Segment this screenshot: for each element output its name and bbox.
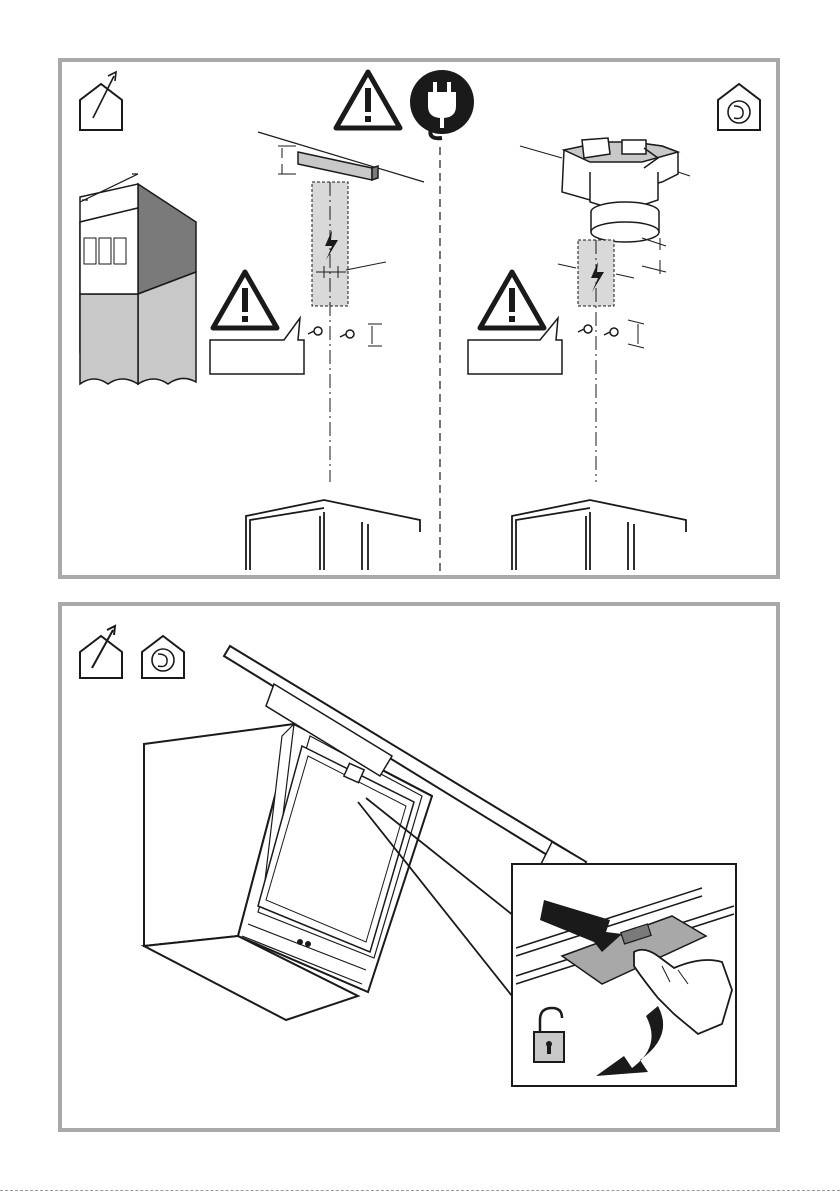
screw-spacing-arrows	[368, 324, 382, 346]
warning-triangle-icon	[480, 272, 544, 328]
bottom-instruction-panel	[58, 602, 780, 1132]
chimney-cover	[80, 174, 196, 384]
filter-latch-detail	[512, 864, 736, 1086]
top-panel-drawing	[62, 62, 776, 575]
top-instruction-panel	[58, 58, 780, 579]
bottom-panel-drawing	[62, 606, 776, 1128]
height-dimension-arrows	[278, 146, 296, 174]
extraction-mode-house-icon	[80, 626, 122, 678]
cabinet	[246, 500, 420, 570]
recirculation-mode-house-icon	[718, 84, 760, 130]
page-bottom-rule	[0, 1190, 840, 1191]
adapter-height-dimension	[642, 238, 666, 274]
screw-spacing-arrows	[628, 320, 644, 348]
recirculation-mode-house-icon	[142, 636, 184, 678]
extraction-mode-house-icon	[80, 72, 122, 130]
unplug-power-icon	[410, 70, 474, 138]
wall-plugs-screws	[578, 325, 618, 336]
wall-plugs-screws	[308, 327, 354, 338]
recirculation-adapter	[520, 138, 690, 242]
warning-triangle-icon	[336, 72, 400, 128]
warning-triangle-icon	[213, 272, 277, 328]
cabinet	[512, 500, 686, 570]
